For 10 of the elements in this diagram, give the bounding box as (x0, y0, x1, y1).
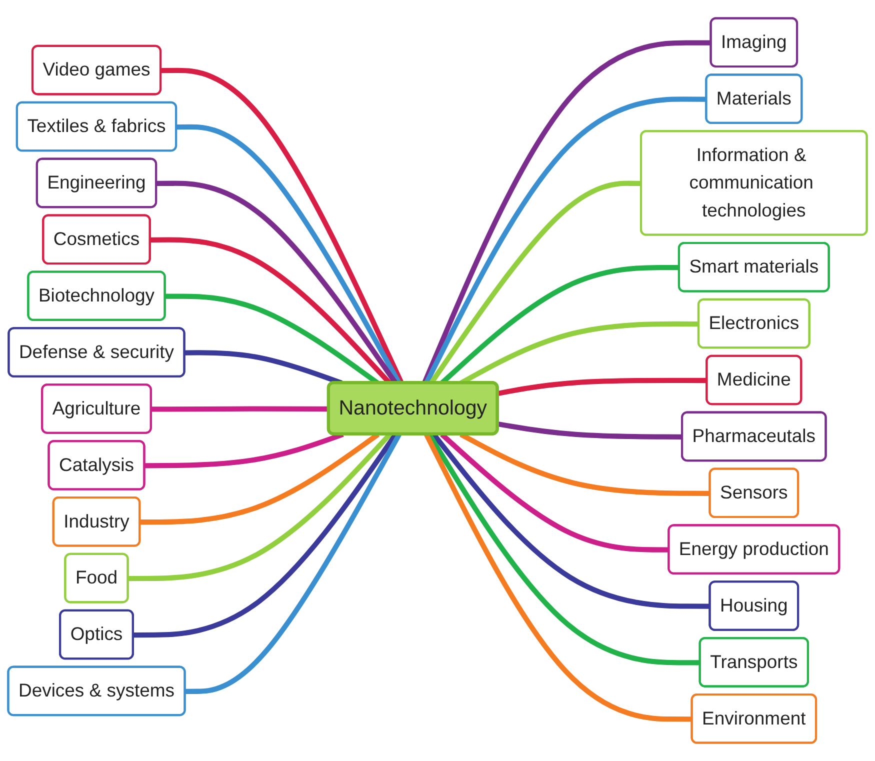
connector (151, 406, 329, 412)
connector (497, 378, 708, 396)
connector (497, 421, 683, 440)
connector (185, 433, 402, 694)
connector (133, 432, 398, 638)
connector (424, 433, 692, 722)
connector (176, 124, 402, 384)
connector (427, 433, 700, 666)
connector (128, 432, 392, 582)
connector (161, 68, 404, 384)
